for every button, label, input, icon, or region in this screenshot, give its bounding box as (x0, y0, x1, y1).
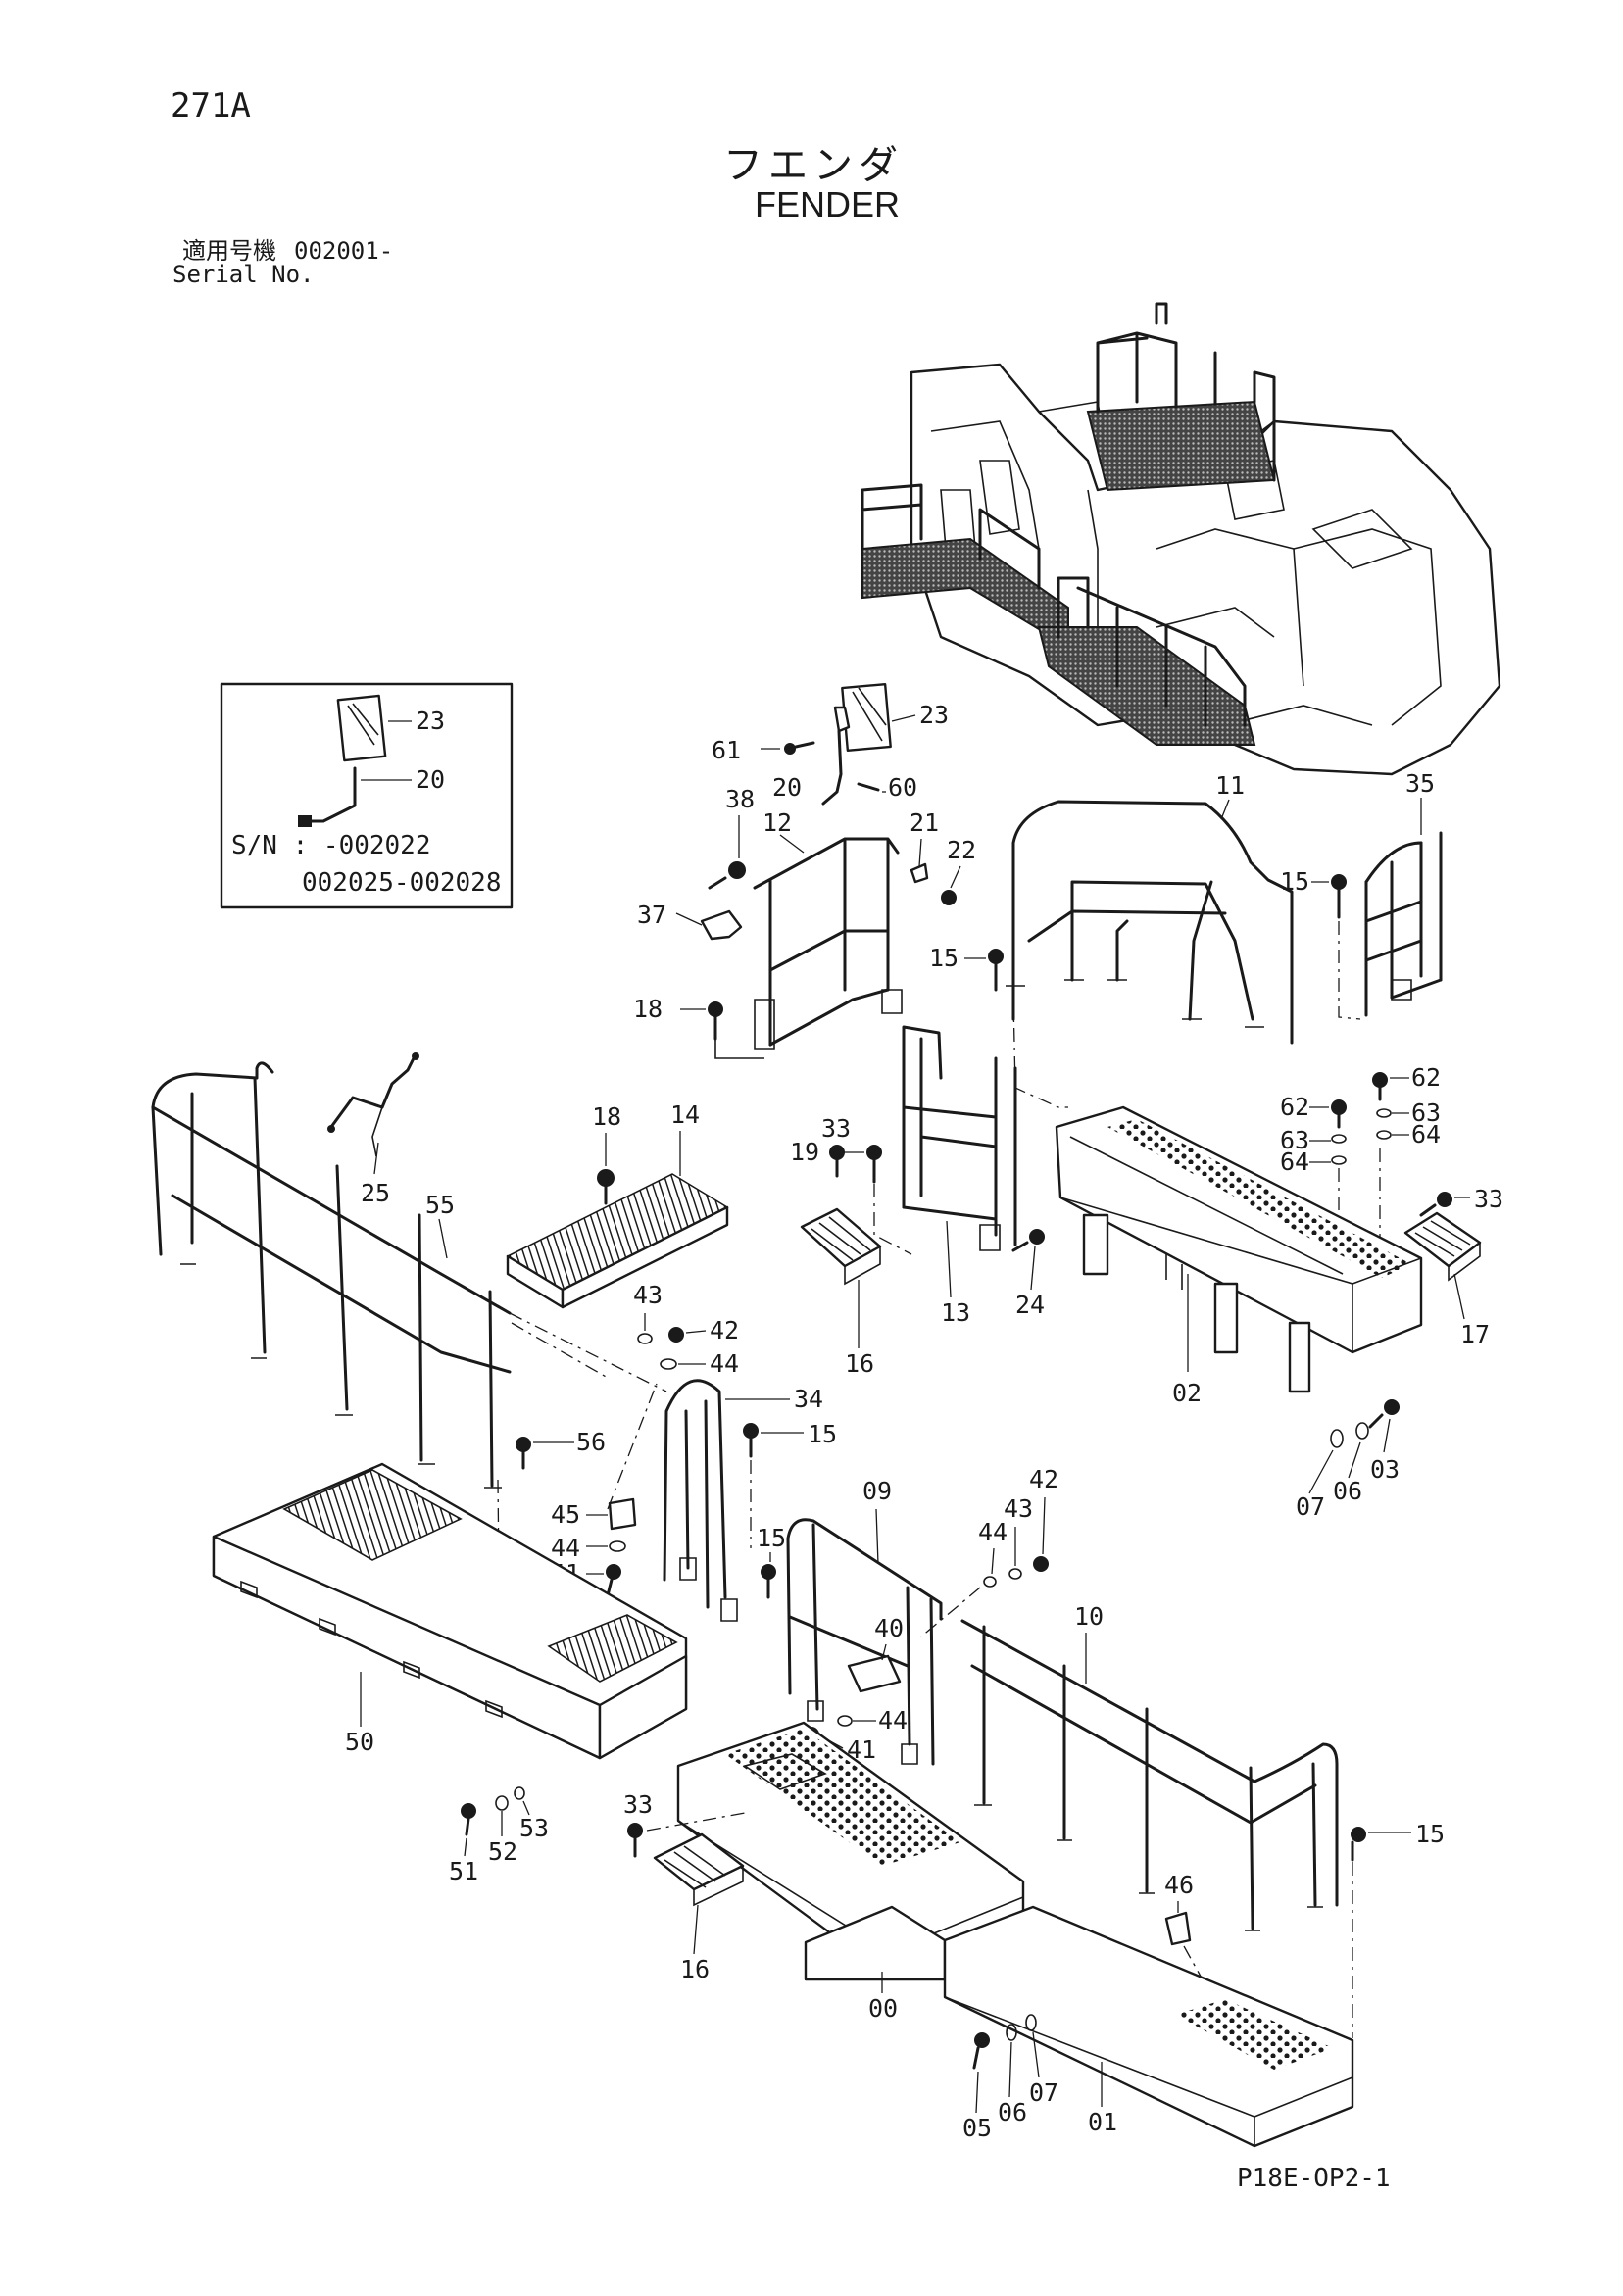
title-japanese: フエンダ (723, 143, 904, 188)
callout-64-right: 64 (1411, 1120, 1441, 1148)
callout-64-left: 64 (1280, 1148, 1309, 1176)
callout-50: 50 (345, 1728, 374, 1756)
handrail-12-group: 12 37 38 21 22 18 (633, 785, 976, 1059)
platform-01: 01 05 06 07 (943, 1905, 1354, 2148)
callout-00: 00 (868, 1994, 898, 2023)
callout-53: 53 (519, 1814, 549, 1842)
callout-22: 22 (947, 836, 976, 864)
machine-overview-illustration (861, 302, 1501, 776)
callout-63-left: 63 (1280, 1126, 1309, 1154)
step-16-upper: 16 33 (800, 1114, 882, 1378)
callout-18-step: 18 (592, 1102, 621, 1131)
platform-02: 02 03 06 07 (1055, 1105, 1423, 1521)
callout-09: 09 (862, 1477, 892, 1505)
callout-44-mid: 44 (878, 1706, 908, 1734)
callout-33-lower: 33 (623, 1790, 653, 1819)
callout-60: 60 (888, 773, 917, 802)
step-14: 14 18 (506, 1100, 729, 1309)
callout-23-main: 23 (919, 701, 949, 729)
document-code: P18E-OP2-1 (1237, 2164, 1391, 2193)
platform-50: 50 51 52 53 (212, 1462, 688, 1885)
callout-01: 01 (1088, 2108, 1117, 2136)
callout-03: 03 (1370, 1455, 1400, 1484)
callout-11: 11 (1215, 771, 1245, 800)
callout-20-main: 20 (772, 773, 802, 802)
callout-33-right: 33 (1474, 1185, 1503, 1213)
callout-16-upper: 16 (845, 1349, 874, 1378)
callout-10: 10 (1074, 1602, 1104, 1631)
callout-63-right: 63 (1411, 1099, 1441, 1127)
fastener-stack-62-64: 62 63 64 62 63 64 (1280, 1063, 1441, 1245)
ladder-35: 35 (1364, 769, 1443, 1017)
callout-23-inset: 23 (416, 707, 445, 735)
callout-07-bottom: 07 (1029, 2078, 1058, 2107)
handrail-34: 34 15 (663, 1379, 837, 1622)
callout-06-bottom: 06 (998, 2098, 1027, 2126)
callout-62-left: 62 (1280, 1093, 1309, 1121)
serial-applicability: 適用号機 002001- (182, 231, 393, 266)
callout-19: 19 (790, 1138, 819, 1166)
callout-17: 17 (1460, 1320, 1490, 1348)
callout-38: 38 (725, 785, 755, 813)
callout-15-upper-right: 15 (1280, 867, 1309, 896)
callout-21: 21 (910, 808, 939, 837)
callout-33-upper: 33 (821, 1114, 851, 1143)
callout-62-right: 62 (1411, 1063, 1441, 1092)
callout-51: 51 (449, 1857, 478, 1885)
step-17: 17 33 (1403, 1185, 1503, 1348)
callout-16-lower: 16 (680, 1955, 710, 1983)
callout-44-left: 44 (551, 1534, 580, 1562)
callout-37: 37 (637, 901, 666, 929)
callout-13: 13 (941, 1298, 970, 1327)
callout-15-mid: 15 (808, 1420, 837, 1448)
callout-05: 05 (962, 2114, 992, 2142)
callout-12: 12 (762, 808, 792, 837)
mirror-assembly: 23 61 20 60 (712, 683, 949, 806)
serial-label-en: Serial No. (172, 261, 315, 288)
callout-15-right: 15 (1415, 1820, 1445, 1848)
handrail-55: 55 (151, 1061, 667, 1489)
harness-25: 25 (327, 1052, 419, 1207)
callout-24: 24 (1015, 1291, 1045, 1319)
callout-14: 14 (670, 1100, 700, 1129)
callout-02: 02 (1172, 1379, 1202, 1407)
callout-42-right: 42 (1029, 1465, 1058, 1493)
inset-serial-label: S/N : -002022 (231, 831, 431, 860)
callout-35: 35 (1405, 769, 1435, 798)
title-english: FENDER (755, 184, 901, 224)
callout-52: 52 (488, 1837, 517, 1866)
callout-56: 56 (576, 1428, 606, 1456)
handrail-13: 13 19 24 (790, 1025, 1045, 1327)
inset-serial-range: 002025-002028 (302, 868, 502, 898)
serial-label-jp: 適用号機 (182, 237, 276, 265)
bolt-15-upper-group: 15 15 (929, 867, 1361, 1108)
callout-42-upper: 42 (710, 1316, 739, 1344)
page-number: 271A (171, 86, 251, 125)
callout-34: 34 (794, 1385, 823, 1413)
callout-55: 55 (425, 1191, 455, 1219)
callout-43-upper: 43 (633, 1281, 663, 1309)
callout-25: 25 (361, 1179, 390, 1207)
callout-15-upper-left: 15 (929, 944, 959, 972)
inset-box: 23 20 (220, 682, 514, 909)
callout-45: 45 (551, 1500, 580, 1529)
callout-20-inset: 20 (416, 765, 445, 794)
callout-18-left: 18 (633, 995, 663, 1023)
serial-value: 002001- (294, 237, 394, 265)
callout-46: 46 (1164, 1871, 1194, 1899)
callout-61: 61 (712, 736, 741, 764)
handrail-10: 10 15 46 (960, 1602, 1445, 2039)
callout-43-right: 43 (1004, 1494, 1033, 1523)
callout-15-lower: 15 (757, 1524, 786, 1552)
handrail-11: 11 (1006, 771, 1294, 1045)
callout-07-right: 07 (1296, 1492, 1325, 1521)
callout-06-right: 06 (1333, 1477, 1362, 1505)
step-16-lower: 16 33 (623, 1790, 746, 1983)
callout-44-right: 44 (978, 1518, 1008, 1546)
handrail-09: 09 40 44 41 15 44 43 42 (757, 1465, 1058, 1766)
callout-44-upper: 44 (710, 1349, 739, 1378)
callout-40: 40 (874, 1614, 904, 1642)
